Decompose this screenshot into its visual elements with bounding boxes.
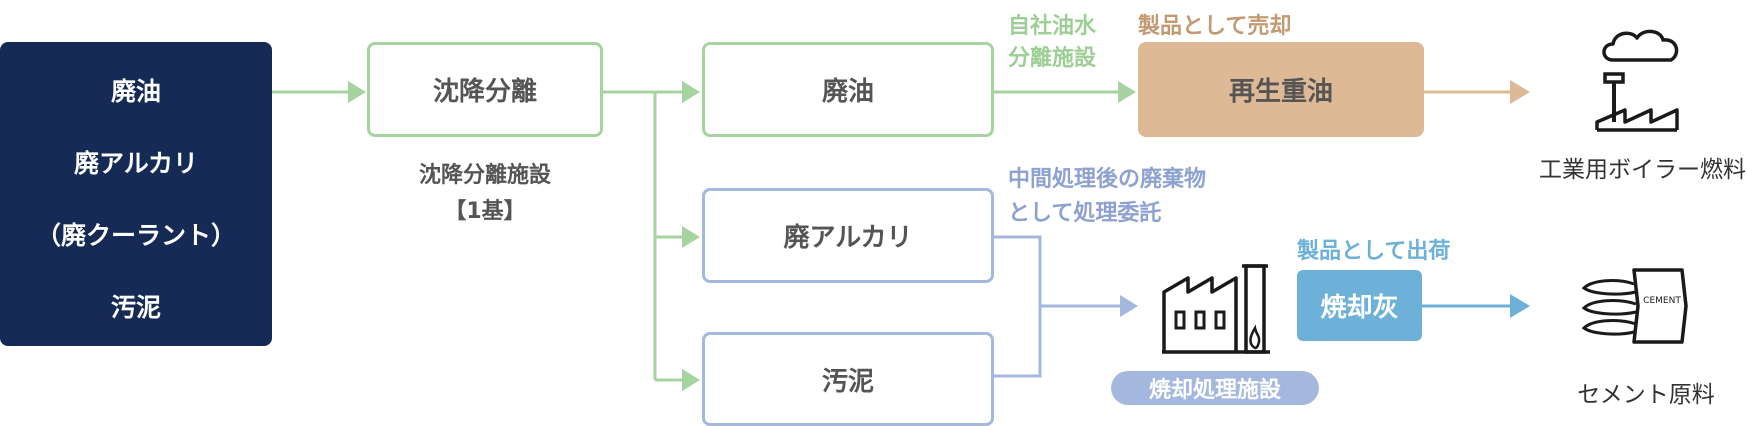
settling-facility-caption: 沈降分離施設 xyxy=(418,163,551,188)
arrowhead xyxy=(1510,80,1530,104)
merge-line xyxy=(994,235,1042,378)
settling-facility-count: 【1基】 xyxy=(444,199,526,224)
arrowhead xyxy=(682,369,700,391)
input-item-waste-coolant: （廃クーラント） xyxy=(35,221,236,250)
arrowhead xyxy=(682,226,700,248)
oil-water-facility-label-1: 自社油水 xyxy=(1008,14,1097,39)
input-materials-box: 廃油 廃アルカリ （廃クーラント） 汚泥 xyxy=(0,42,272,346)
input-item-waste-alkali: 廃アルカリ xyxy=(73,149,198,178)
branch-sludge-box: 汚泥 xyxy=(702,332,994,426)
input-item-waste-oil: 廃油 xyxy=(110,77,161,106)
intermediate-waste-note-2: として処理委託 xyxy=(1008,201,1162,226)
branch-waste-oil-box: 廃油 xyxy=(702,42,994,137)
branch-waste-alkali-box: 廃アルカリ xyxy=(702,188,994,283)
arrowhead xyxy=(1510,294,1530,318)
regenerated-heavy-oil-box: 再生重油 xyxy=(1138,42,1424,137)
incinerator-icon xyxy=(1162,264,1270,354)
arrowhead xyxy=(682,81,700,103)
cement-raw-material-label: セメント原料 xyxy=(1577,382,1715,408)
sale-label: 製品として売却 xyxy=(1138,14,1292,39)
arrowhead xyxy=(1120,295,1138,317)
input-item-sludge: 汚泥 xyxy=(110,293,161,322)
intermediate-waste-note-1: 中間処理後の廃棄物 xyxy=(1008,167,1207,192)
incineration-ash-box: 焼却灰 xyxy=(1297,270,1422,341)
incineration-facility-pill: 焼却処理施設 xyxy=(1111,371,1319,405)
cement-bag-icon: CEMENT xyxy=(1578,264,1698,348)
oil-water-facility-label-2: 分離施設 xyxy=(1008,46,1097,71)
factory-smoke-icon xyxy=(1595,29,1679,132)
boiler-fuel-label: 工業用ボイラー燃料 xyxy=(1539,157,1746,183)
settling-separation-box: 沈降分離 xyxy=(367,42,603,137)
shipment-label: 製品として出荷 xyxy=(1297,239,1451,264)
arrowhead xyxy=(1118,81,1136,103)
cement-bag-text: CEMENT xyxy=(1643,296,1681,306)
arrowhead xyxy=(348,81,366,103)
